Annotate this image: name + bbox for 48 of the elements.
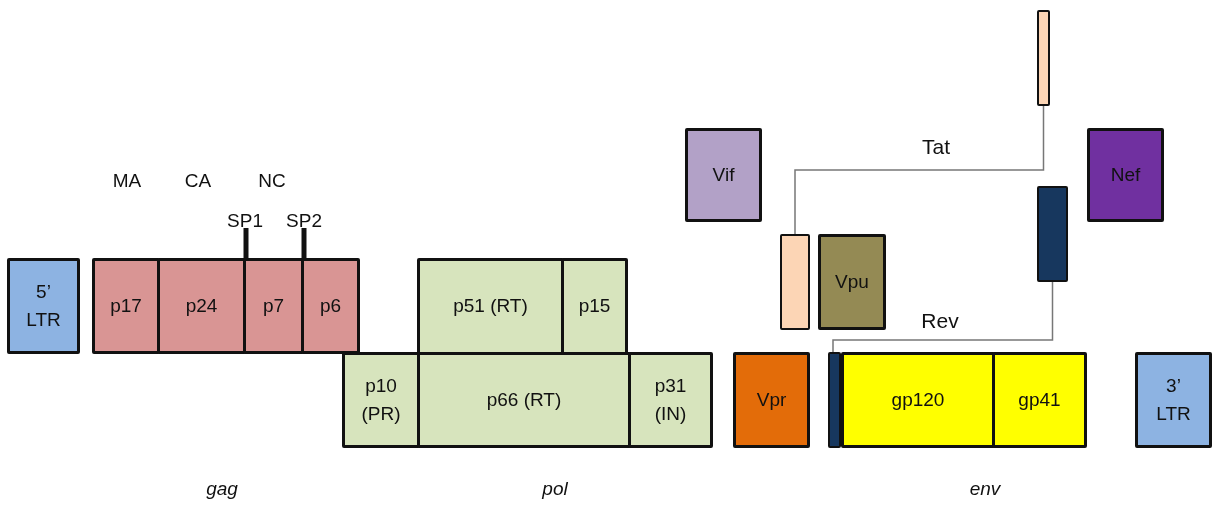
gene-segment-box <box>1135 352 1212 448</box>
segment-label: p7 <box>261 293 286 318</box>
splice-connector-line <box>832 281 1054 353</box>
domain-label: NC <box>258 170 286 192</box>
gene-segment-box <box>685 128 762 222</box>
gene-segment-box <box>818 234 886 330</box>
gene-segment-box <box>1087 128 1164 222</box>
gene-segment-box <box>92 258 160 354</box>
gene-segment-box <box>561 258 628 355</box>
exon-bar <box>780 234 810 330</box>
gene-segment-box <box>733 352 810 448</box>
segment-label: p66 (RT) <box>485 387 563 412</box>
segment-label: p51 (RT) <box>452 294 529 319</box>
gene-segment-box <box>417 258 564 355</box>
exon-bar <box>828 352 841 448</box>
gene-segment-box <box>243 258 304 354</box>
segment-label: 3’ LTR <box>1155 373 1192 426</box>
segment-label: gp120 <box>890 387 946 412</box>
gene-segment-box <box>841 352 995 448</box>
gene-segment-box <box>7 258 80 354</box>
segment-label: p15 <box>577 294 612 319</box>
segment-label: Nef <box>1109 162 1142 187</box>
segment-label: gp41 <box>1017 387 1062 412</box>
segment-label: Vpr <box>755 387 788 412</box>
gene-segment-box <box>628 352 713 448</box>
segment-label: p17 <box>109 293 143 318</box>
gene-segment-box <box>157 258 246 354</box>
segment-label: 5’ LTR <box>25 279 62 332</box>
gene-name: pol <box>542 478 568 500</box>
spacer-peptide-label: SP2 <box>286 210 322 232</box>
spacer-peptide-label: SP1 <box>227 210 263 232</box>
gene-name: env <box>969 478 1001 500</box>
segment-label: p31 (IN) <box>653 373 688 426</box>
gene-segment-box <box>417 352 631 448</box>
gene-segment-box <box>342 352 420 448</box>
splice-connector-line <box>794 105 1045 235</box>
exon-bar <box>1037 186 1068 282</box>
gene-name: gag <box>206 478 238 500</box>
gene-segment-box <box>301 258 360 354</box>
segment-label: Vif <box>711 162 736 187</box>
exon-bar <box>1037 10 1050 106</box>
domain-label: MA <box>112 170 142 192</box>
segment-label: Vpu <box>834 269 870 294</box>
segment-label: p10 (PR) <box>360 373 402 426</box>
segment-label: p24 <box>184 293 219 318</box>
segment-label: p6 <box>318 293 343 318</box>
gene-segment-box <box>992 352 1087 448</box>
domain-label: CA <box>184 170 212 192</box>
